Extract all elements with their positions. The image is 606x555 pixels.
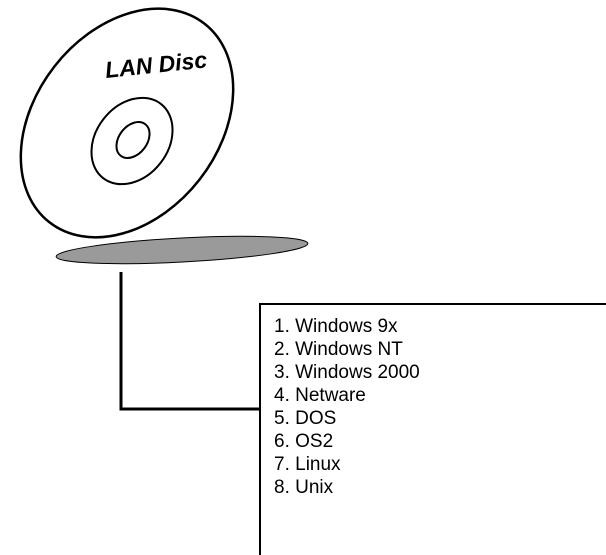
os-list-item: 2. Windows NT — [274, 339, 403, 360]
disc-shadow — [55, 235, 309, 265]
os-list-item: 5. DOS — [274, 408, 337, 429]
os-list-item: 6. OS2 — [274, 431, 334, 452]
os-list-item: 8. Unix — [274, 477, 334, 498]
disc-outer-ring — [19, 7, 235, 239]
os-list-item: 3. Windows 2000 — [274, 362, 420, 383]
os-list-item: 1. Windows 9x — [274, 316, 398, 337]
os-list-item: 7. Linux — [274, 454, 341, 475]
disc-middle-ring — [90, 96, 174, 186]
disc-center-hole — [115, 121, 151, 159]
os-list-item: 4. Netware — [274, 385, 366, 406]
connector-line — [119, 272, 259, 411]
os-list-box: 1. Windows 9x 2. Windows NT 3. Windows 2… — [259, 303, 606, 555]
